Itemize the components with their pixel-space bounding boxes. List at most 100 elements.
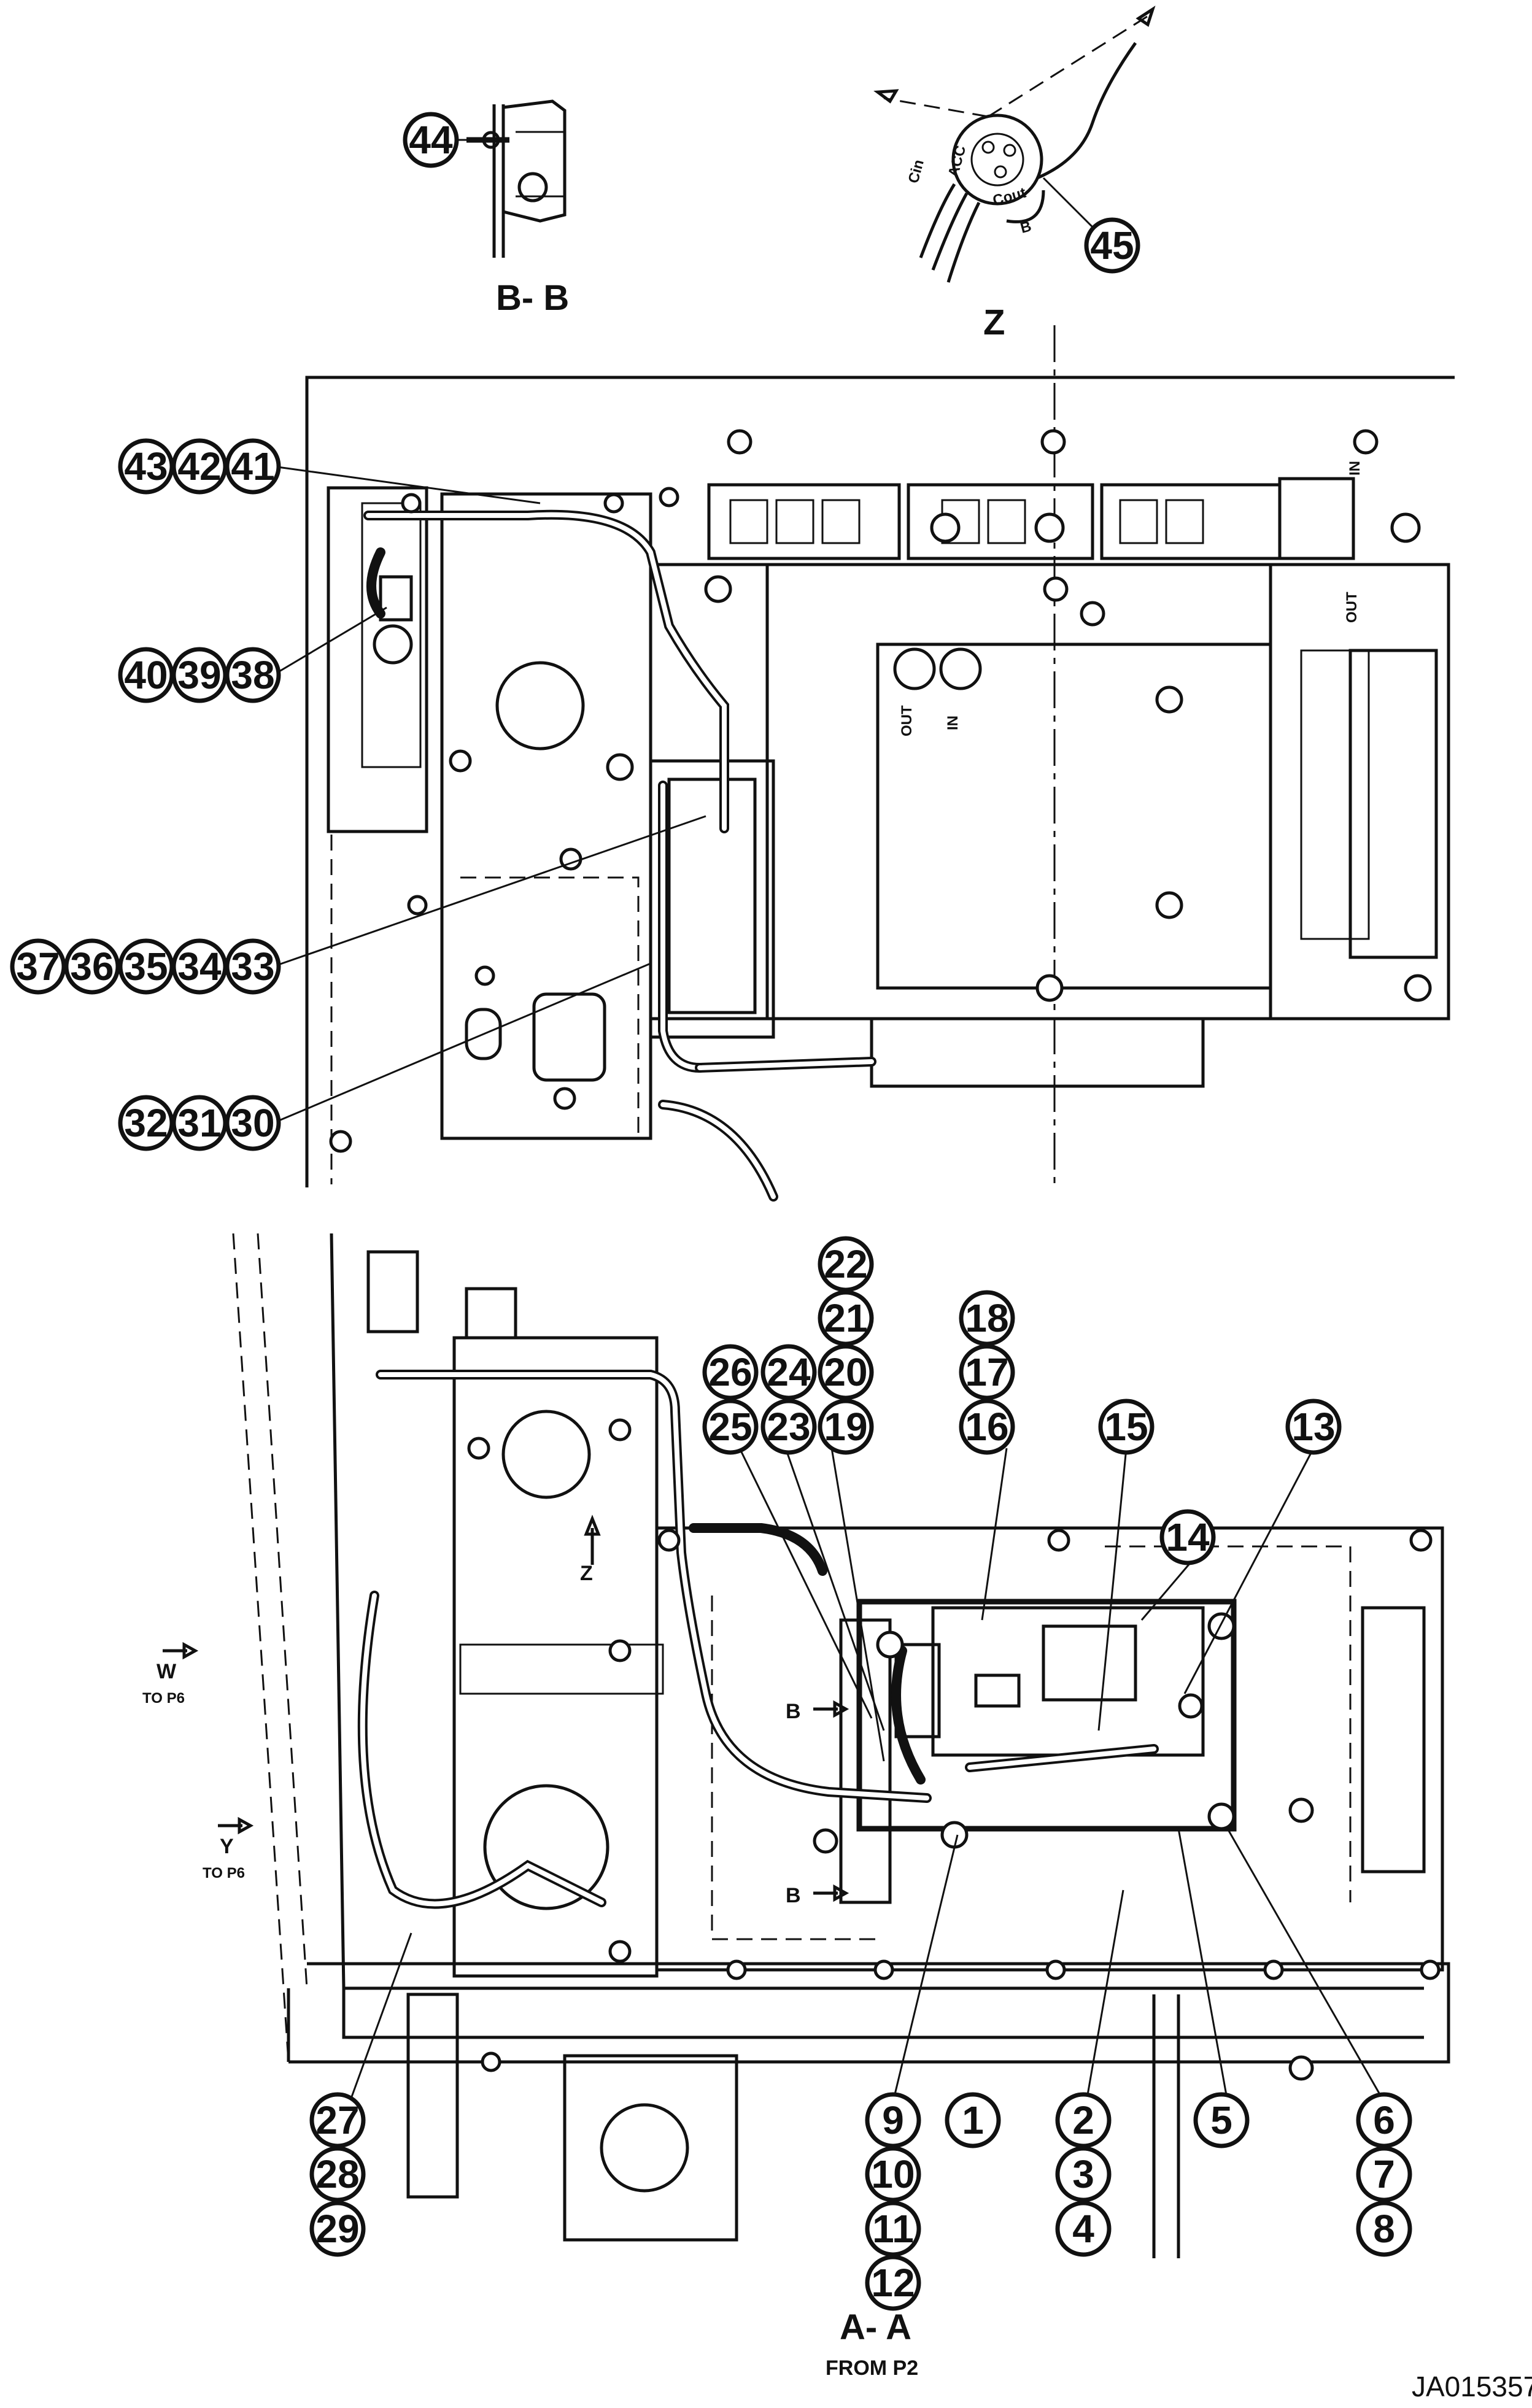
callout-13: 13 <box>1285 1399 1342 1455</box>
terminal-cout-label: Cout <box>991 185 1028 209</box>
view-w-subtext: TO P6 <box>142 1690 185 1707</box>
svg-text:24: 24 <box>767 1350 811 1394</box>
view-arrows: W TO P6 Y TO P6 B B <box>142 1642 849 1907</box>
callout-44: 44 <box>403 112 459 168</box>
svg-text:38: 38 <box>231 653 274 697</box>
svg-text:33: 33 <box>231 944 274 989</box>
svg-text:15: 15 <box>1104 1405 1148 1449</box>
callout-6: 6 <box>1356 2092 1412 2148</box>
callout-35: 35 <box>118 938 174 995</box>
svg-text:6: 6 <box>1373 2098 1395 2142</box>
section-aa-title: A- A <box>840 2307 911 2347</box>
svg-text:13: 13 <box>1291 1405 1335 1449</box>
svg-text:40: 40 <box>124 653 168 697</box>
section-aa-subtitle: FROM P2 <box>826 2356 918 2380</box>
callout-15: 15 <box>1098 1399 1155 1455</box>
callout-group: 44 45 43 42 41 40 39 38 37 36 35 34 33 3… <box>10 112 1412 2311</box>
section-bb-title: B- B <box>496 278 569 318</box>
callout-8: 8 <box>1356 2201 1412 2257</box>
svg-text:30: 30 <box>231 1101 274 1145</box>
svg-text:28: 28 <box>315 2152 359 2196</box>
svg-text:4: 4 <box>1072 2207 1094 2251</box>
detail-bb <box>466 99 567 258</box>
svg-text:22: 22 <box>824 1242 867 1286</box>
svg-text:36: 36 <box>70 944 114 989</box>
callout-11: 11 <box>865 2201 921 2257</box>
callout-28: 28 <box>309 2146 366 2202</box>
callout-43: 43 <box>118 438 174 495</box>
callout-40: 40 <box>118 647 174 703</box>
callout-33: 33 <box>225 938 281 995</box>
callout-36: 36 <box>64 938 120 995</box>
svg-text:17: 17 <box>965 1350 1008 1394</box>
detail-z: Cin ACC Cout B <box>873 6 1156 283</box>
svg-text:14: 14 <box>1166 1515 1210 1559</box>
svg-text:25: 25 <box>708 1405 752 1449</box>
callout-45: 45 <box>1084 217 1140 274</box>
terminal-acc-label: ACC <box>945 144 970 179</box>
callout-12: 12 <box>865 2255 921 2311</box>
svg-text:41: 41 <box>231 444 274 488</box>
callout-19: 19 <box>818 1399 874 1455</box>
svg-text:11: 11 <box>872 2207 914 2251</box>
out-label-top: OUT <box>1344 592 1360 623</box>
svg-text:37: 37 <box>16 944 60 989</box>
callout-18: 18 <box>959 1290 1015 1346</box>
upper-view: OUT IN IN OUT <box>305 325 1455 1202</box>
svg-text:19: 19 <box>824 1405 867 1449</box>
svg-text:3: 3 <box>1072 2152 1094 2196</box>
section-b-marker-lower: B <box>786 1884 801 1907</box>
callout-7: 7 <box>1356 2146 1412 2202</box>
callout-14: 14 <box>1159 1509 1216 1565</box>
callout-24: 24 <box>760 1344 817 1400</box>
callout-26: 26 <box>702 1344 759 1400</box>
callout-5: 5 <box>1193 2092 1250 2148</box>
in-label-top: IN <box>1347 461 1363 476</box>
callout-3: 3 <box>1055 2146 1112 2202</box>
svg-text:42: 42 <box>177 444 221 488</box>
in-label-middle: IN <box>945 716 961 730</box>
callout-22: 22 <box>818 1236 874 1292</box>
callout-34: 34 <box>171 938 228 995</box>
view-y-subtext: TO P6 <box>203 1865 245 1881</box>
callout-21: 21 <box>818 1290 874 1346</box>
leader-lines <box>273 139 1385 2102</box>
view-y-letter: Y <box>220 1835 234 1858</box>
svg-text:2: 2 <box>1072 2098 1094 2142</box>
svg-text:35: 35 <box>124 944 168 989</box>
svg-text:20: 20 <box>824 1350 867 1394</box>
callout-32: 32 <box>118 1095 174 1151</box>
callout-17: 17 <box>959 1344 1015 1400</box>
callout-41: 41 <box>225 438 281 495</box>
svg-text:21: 21 <box>824 1296 867 1340</box>
callout-31: 31 <box>171 1095 228 1151</box>
callout-2: 2 <box>1055 2092 1112 2148</box>
callout-1: 1 <box>945 2092 1001 2148</box>
svg-text:23: 23 <box>767 1405 810 1449</box>
lower-view: Z <box>232 1233 1450 2258</box>
svg-text:32: 32 <box>124 1101 168 1145</box>
callout-38: 38 <box>225 647 281 703</box>
callout-4: 4 <box>1055 2201 1112 2257</box>
section-z-title: Z <box>983 303 1005 342</box>
callout-37: 37 <box>10 938 66 995</box>
svg-text:31: 31 <box>177 1101 221 1145</box>
section-b-marker-upper: B <box>786 1700 801 1723</box>
svg-text:10: 10 <box>871 2152 915 2196</box>
svg-text:9: 9 <box>882 2098 904 2142</box>
svg-text:27: 27 <box>315 2098 359 2142</box>
svg-text:5: 5 <box>1210 2098 1232 2142</box>
callout-23: 23 <box>760 1399 817 1455</box>
callout-29: 29 <box>309 2201 366 2257</box>
callout-30: 30 <box>225 1095 281 1151</box>
svg-text:39: 39 <box>177 653 221 697</box>
view-z-marker: Z <box>580 1562 593 1585</box>
svg-text:7: 7 <box>1373 2152 1395 2196</box>
drawing-number: JA015357 <box>1412 2371 1532 2402</box>
svg-text:29: 29 <box>315 2207 359 2251</box>
callout-27: 27 <box>309 2092 366 2148</box>
callout-10: 10 <box>865 2146 921 2202</box>
callout-16: 16 <box>959 1399 1015 1455</box>
svg-text:1: 1 <box>962 2098 984 2142</box>
